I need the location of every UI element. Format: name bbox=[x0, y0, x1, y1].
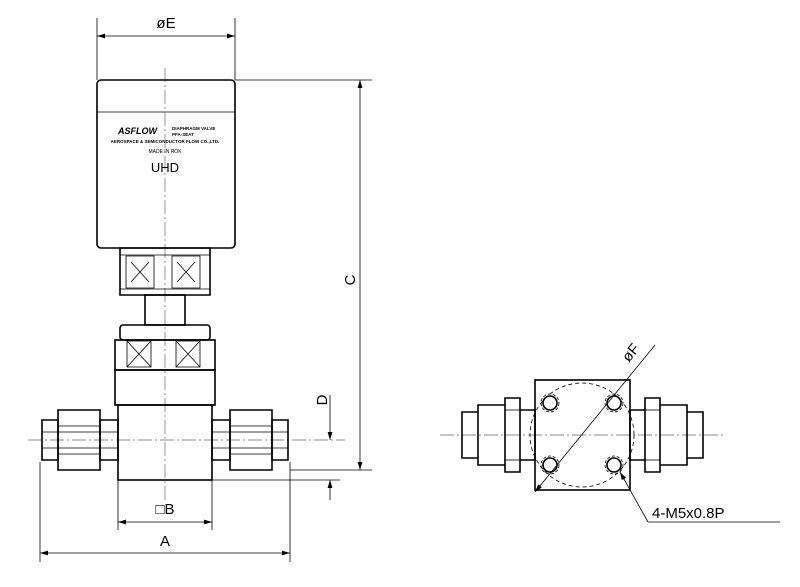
right-fitting bbox=[211, 409, 289, 471]
dimension-a: A bbox=[39, 462, 291, 562]
company-name: AEROSPACE & SEMICONDUCTOR FLOW CO.,LTD. bbox=[111, 139, 220, 144]
dimension-c: C bbox=[235, 79, 372, 471]
dimension-d: D bbox=[212, 394, 340, 500]
upper-nut bbox=[119, 247, 211, 296]
left-fitting bbox=[41, 409, 119, 471]
dimension-e: øE bbox=[96, 15, 236, 80]
thread-note: 4-M5x0.8P bbox=[652, 505, 725, 522]
top-view: øF 4-M5x0.8P bbox=[440, 340, 780, 523]
dimension-b: □B bbox=[117, 480, 213, 530]
dimension-a-label: A bbox=[160, 533, 170, 550]
dimension-c-label: C bbox=[342, 274, 359, 285]
dimension-f-label: øF bbox=[619, 340, 644, 365]
dimension-d-label: D bbox=[314, 394, 331, 405]
logo-text: ASFLOW bbox=[117, 126, 158, 136]
dimension-e-label: øE bbox=[156, 15, 175, 32]
actuator-cap: ASFLOW DIAPHRAGM VALVE PFA-SEAT AEROSPAC… bbox=[96, 79, 236, 249]
product-line1: DIAPHRAGM VALVE bbox=[172, 126, 215, 131]
model-text: UHD bbox=[151, 160, 179, 175]
origin-text: MADE IN ROK bbox=[148, 149, 182, 155]
dimension-b-label: □B bbox=[155, 501, 174, 518]
product-line2: PFA-SEAT bbox=[172, 132, 194, 137]
